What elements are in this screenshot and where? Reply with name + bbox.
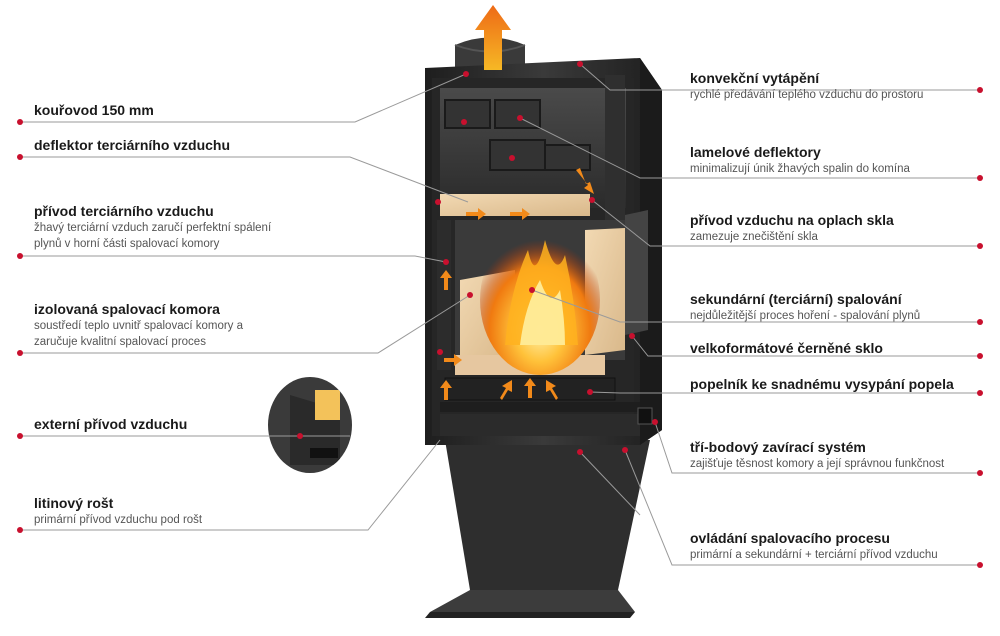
label-convection-heating: konvekční vytápění rychlé předávání tepl… (690, 69, 923, 103)
label-desc: nejdůležitější proces hoření - spalování… (690, 310, 921, 322)
label-title: lamelové deflektory (690, 144, 821, 160)
label-desc: primární přívod vzduchu pod rošt (34, 514, 203, 526)
stove-stand (425, 440, 650, 618)
label-title: popelník ke snadnému vysypání popela (690, 376, 954, 392)
label-title: konvekční vytápění (690, 70, 820, 86)
label-title: litinový rošt (34, 495, 114, 511)
label-glass-rinse-air: přívod vzduchu na oplach skla zamezuje z… (690, 211, 894, 245)
label-secondary-combustion: sekundární (terciární) spalování nejdůle… (690, 290, 920, 324)
label-title: deflektor terciárního vzduchu (34, 137, 231, 153)
air-flow-arrows (440, 5, 594, 400)
label-desc: primární a sekundární + terciární přívod… (690, 549, 938, 561)
label-desc: rychlé předávání teplého vzduchu do pros… (690, 89, 924, 101)
label-desc: zajišťuje těsnost komory a její správnou… (690, 458, 945, 470)
stove-body (425, 58, 662, 445)
label-ash-pan: popelník ke snadnému vysypání popela (690, 375, 954, 393)
label-external-air: externí přívod vzduchu (34, 415, 187, 433)
label-flue-pipe: kouřovod 150 mm (34, 101, 154, 119)
label-lamella-deflectors: lamelové deflektory minimalizují únik žh… (690, 143, 910, 177)
label-desc: soustředí teplo uvnitř spalovací komory … (34, 320, 244, 332)
label-insulated-chamber: izolovaná spalovací komora soustředí tep… (34, 300, 243, 350)
label-title: sekundární (terciární) spalování (690, 291, 902, 307)
pointer-dots (297, 61, 658, 455)
label-desc: žhavý terciární vzduch zaručí perfektní … (34, 222, 272, 234)
label-desc: plynů v horní části spalovací komory (34, 238, 220, 250)
label-title: izolovaná spalovací komora (34, 301, 220, 317)
label-combustion-control: ovládání spalovacího procesu primární a … (690, 529, 938, 563)
label-tertiary-air-inlet: přívod terciárního vzduchu žhavý terciár… (34, 202, 271, 252)
label-title: tří-bodový zavírací systém (690, 439, 866, 455)
leader-lines (20, 63, 980, 566)
label-desc: zaručuje kvalitní spalovací proces (34, 336, 206, 348)
label-desc: zamezuje znečištění skla (690, 231, 818, 243)
label-desc: minimalizují únik žhavých spalin do komí… (690, 163, 910, 175)
label-cast-iron-grate: litinový rošt primární přívod vzduchu po… (34, 494, 202, 528)
label-tertiary-deflector: deflektor terciárního vzduchu (34, 136, 230, 154)
label-title: velkoformátové černěné sklo (690, 340, 883, 356)
label-three-point-lock: tří-bodový zavírací systém zajišťuje těs… (690, 438, 944, 472)
label-title: ovládání spalovacího procesu (690, 530, 890, 546)
label-title: přívod terciárního vzduchu (34, 203, 214, 219)
label-large-glass: velkoformátové černěné sklo (690, 339, 883, 357)
label-end-dots (17, 87, 983, 568)
label-title: přívod vzduchu na oplach skla (690, 212, 894, 228)
external-air-inset (268, 377, 352, 473)
label-title: kouřovod 150 mm (34, 102, 154, 118)
label-title: externí přívod vzduchu (34, 416, 188, 432)
